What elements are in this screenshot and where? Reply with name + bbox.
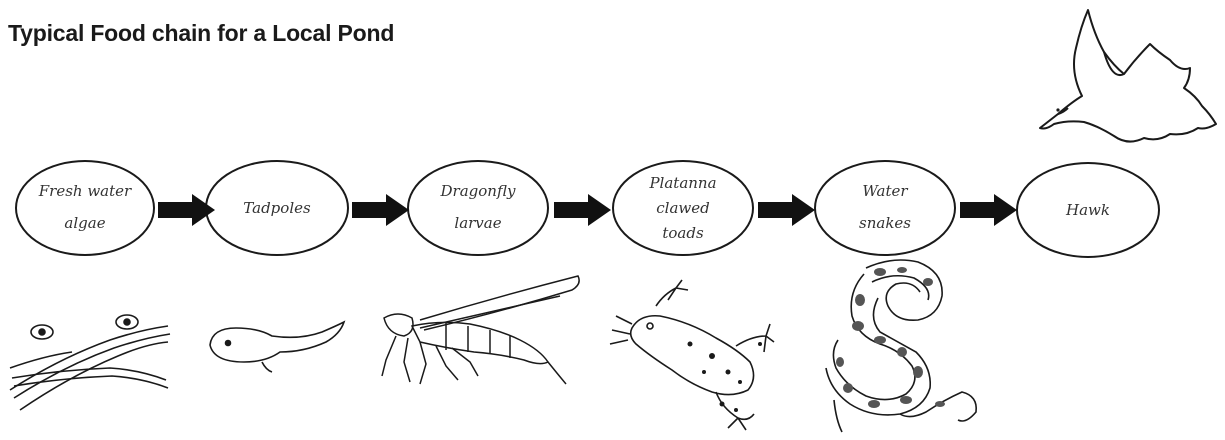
tadpole-illustration [209, 320, 346, 373]
snake-illustration [825, 259, 978, 433]
node-dragonfly-label-line1: Dragonfly [440, 182, 516, 200]
hawk-illustration [1039, 9, 1217, 143]
node-tadpoles: Tadpoles [205, 160, 349, 256]
node-hawk: Hawk [1016, 162, 1160, 258]
edges [158, 194, 1017, 226]
node-hawk-label-line1: Hawk [1065, 201, 1110, 219]
algae-illustration [9, 314, 171, 411]
diagram-title: Typical Food chain for a Local Pond [8, 20, 395, 46]
dragonfly-illustration [381, 275, 580, 385]
arrow-snakes-to-hawk [960, 194, 1017, 226]
arrow-tadpoles-to-dragonfly [352, 194, 409, 226]
arrow-dragonfly-to-toads [554, 194, 611, 226]
arrow-algae-to-tadpoles [158, 194, 215, 226]
node-dragonfly: Dragonfly larvae [407, 160, 549, 256]
node-toads-label-line3: toads [662, 224, 704, 242]
node-tadpoles-label-line1: Tadpoles [243, 199, 311, 217]
node-snakes-label-line1: Water [862, 182, 908, 200]
node-toads: Platanna clawed toads [612, 160, 754, 256]
node-algae-label-line1: Fresh water [38, 182, 132, 200]
node-dragonfly-label-line2: larvae [454, 214, 501, 232]
node-snakes-label-line2: snakes [859, 214, 911, 232]
toad-spots [687, 341, 762, 412]
snake-pattern [836, 267, 945, 408]
node-snakes: Water snakes [814, 160, 956, 256]
node-toads-label-line1: Platanna [648, 174, 716, 192]
toad-illustration [609, 279, 775, 431]
node-toads-label-line2: clawed [656, 199, 709, 217]
node-algae: Fresh water algae [15, 160, 155, 256]
node-algae-label-line2: algae [64, 214, 105, 232]
arrow-toads-to-snakes [758, 194, 815, 226]
